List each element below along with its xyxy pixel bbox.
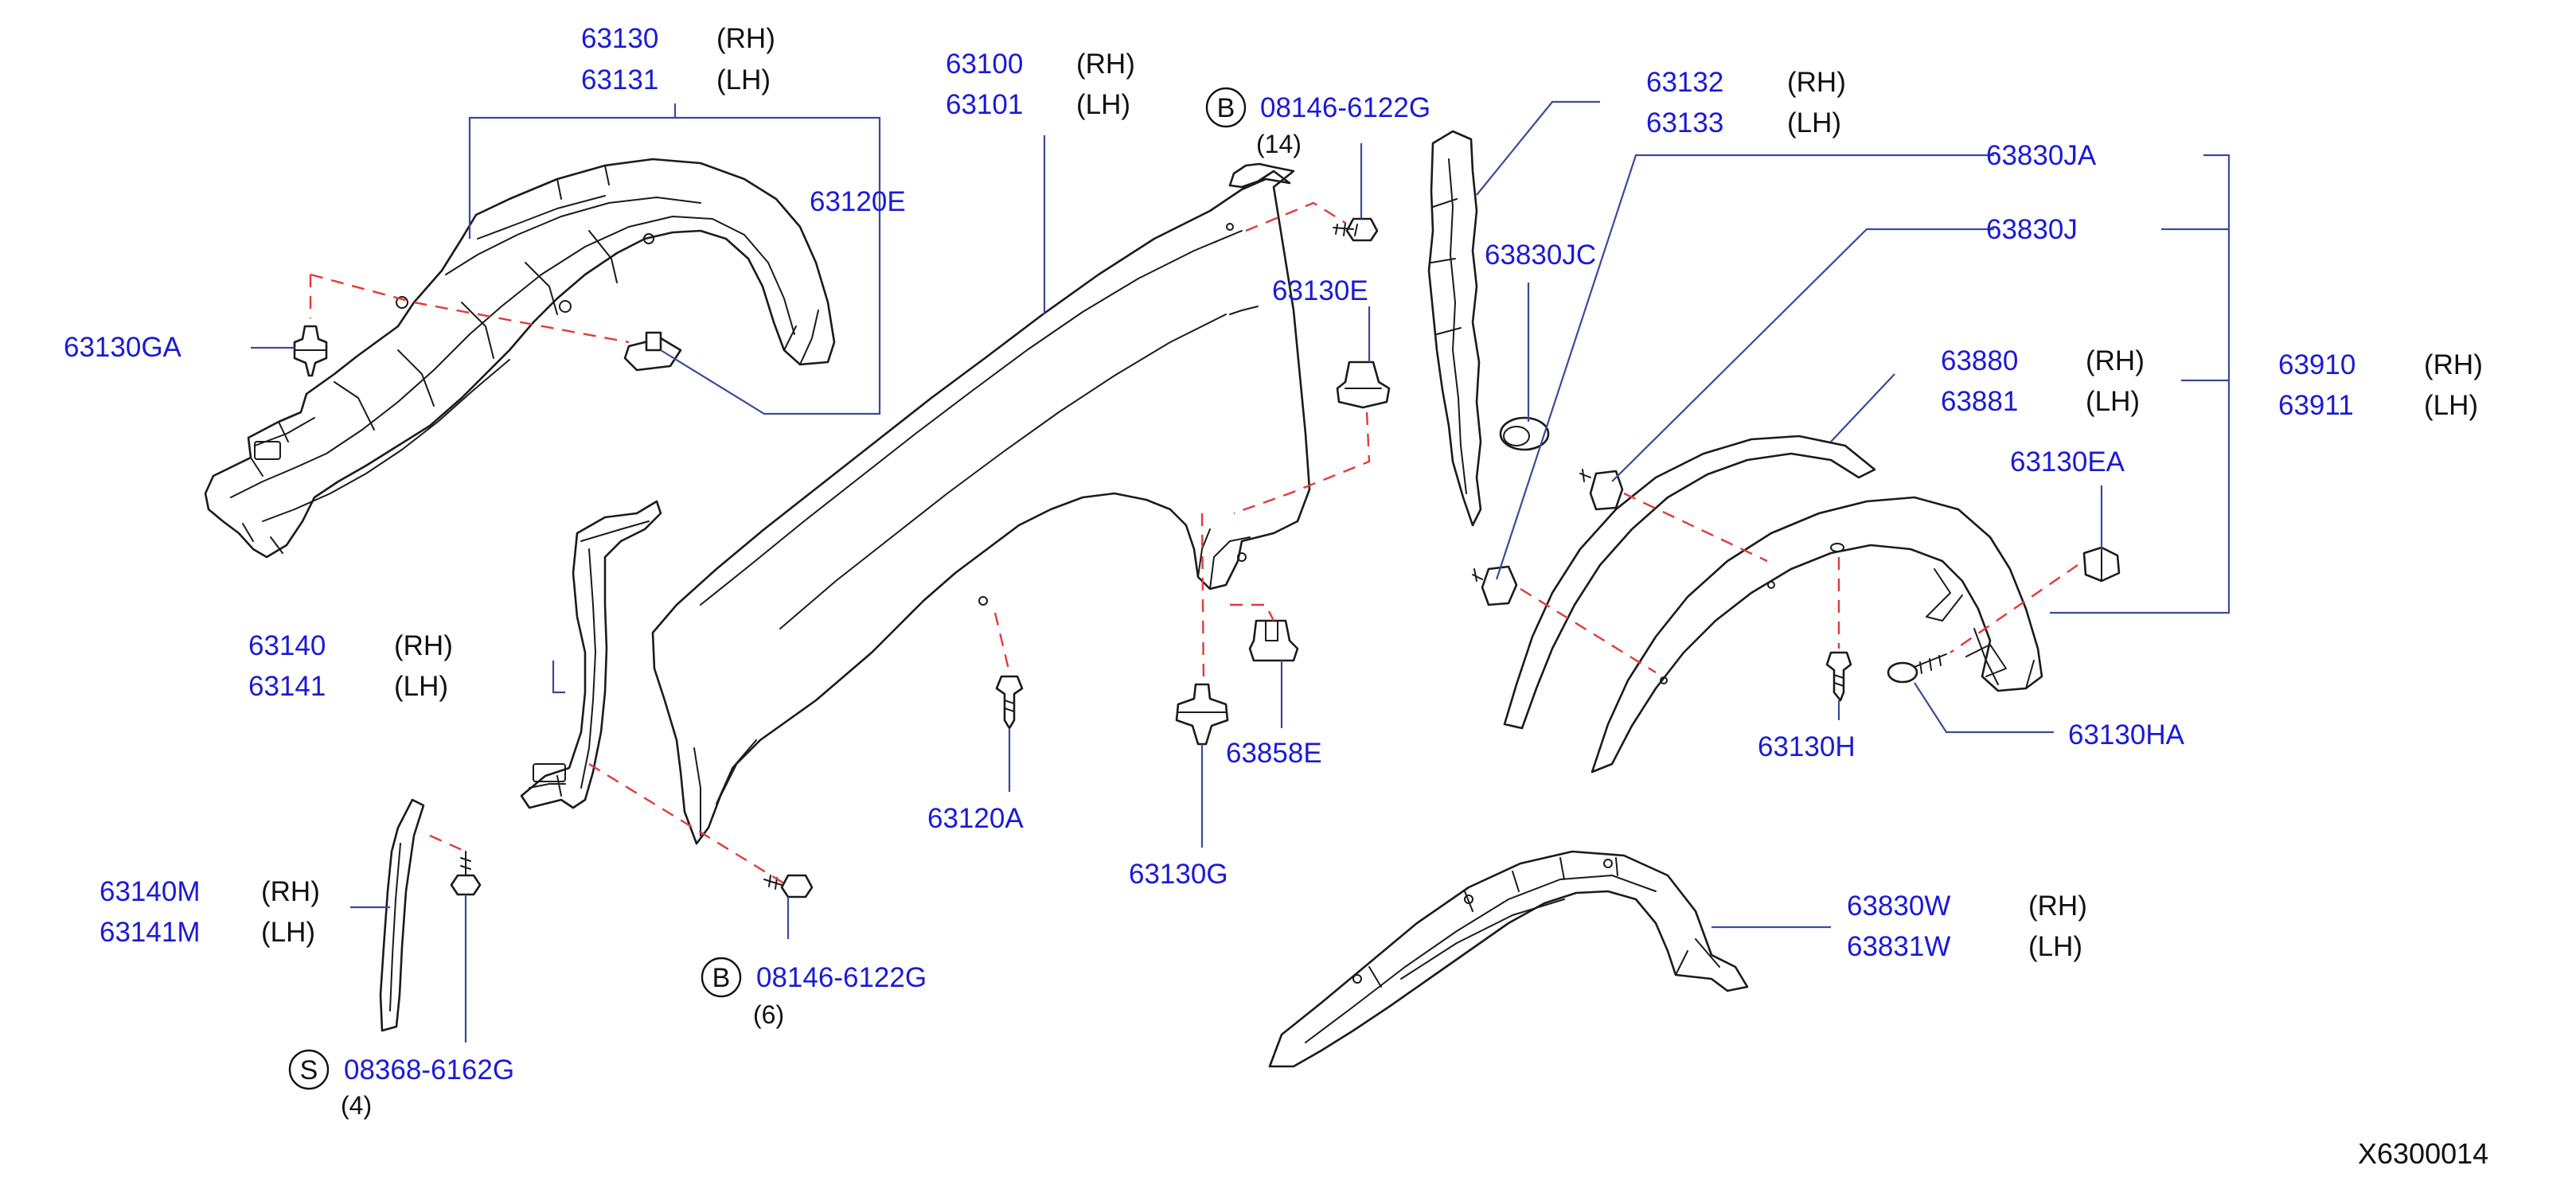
side-rh: (RH): [716, 23, 775, 54]
part-number-63858E: 63858E: [1226, 738, 1322, 769]
clip-63130E-drawing: [1336, 361, 1391, 409]
part-number-63101: 63101: [946, 89, 1023, 120]
part-number-63140M: 63140M: [100, 876, 200, 907]
fender-protector-63130-drawing: [204, 158, 836, 559]
part-number-63131: 63131: [581, 64, 658, 95]
leader-lines: [251, 100, 2231, 1043]
side-rh: (RH): [1076, 49, 1135, 80]
label-08146-bottom: B 08146-6122G (6): [701, 957, 927, 1029]
part-number-63133: 63133: [1646, 107, 1723, 138]
side-lh: (LH): [261, 917, 315, 948]
part-number-63100: 63100: [946, 49, 1023, 80]
side-rh: (RH): [1787, 67, 1846, 98]
clip-63130G-drawing: [1175, 683, 1229, 746]
grommet-63830JC-drawing: [1499, 416, 1550, 451]
bolt-type-letter: B: [1217, 93, 1235, 123]
side-rh: (RH): [394, 630, 453, 661]
part-number-08368-6162G: 08368-6162G: [344, 1054, 514, 1086]
label-63910: 63910 (RH) 63911 (LH): [2278, 349, 2483, 421]
label-63130: 63130 (RH) 63131 (LH): [581, 23, 775, 95]
part-number-63141M: 63141M: [100, 917, 200, 948]
part-number-63130EA: 63130EA: [2010, 446, 2125, 477]
part-number-63120A: 63120A: [927, 803, 1024, 834]
side-rh: (RH): [2424, 349, 2483, 380]
bracket-63140-drawing: [520, 500, 662, 809]
screw-63130H-drawing: [1825, 651, 1852, 702]
part-number-63831W: 63831W: [1847, 931, 1950, 962]
label-63132: 63132 (RH) 63133 (LH): [1646, 67, 1846, 138]
side-lh: (LH): [394, 671, 448, 702]
quantity: (14): [1256, 130, 1302, 158]
label-63100: 63100 (RH) 63101 (LH): [946, 49, 1135, 120]
side-lh: (LH): [2424, 390, 2478, 421]
stay-63140M-drawing: [379, 798, 425, 1032]
part-number-63830JC: 63830JC: [1485, 240, 1596, 271]
side-lh: (LH): [1076, 89, 1130, 120]
front-fender-63100-drawing: [651, 162, 1311, 845]
clip-63830JA-drawing: [1472, 565, 1518, 606]
assembly-guide-lines: [309, 201, 2078, 885]
clip-63120E-drawing: [623, 331, 682, 372]
part-number-08146-6122G: 08146-6122G: [1260, 92, 1430, 123]
screw-63120A-drawing: [995, 675, 1024, 730]
bolt-type-letter: S: [300, 1055, 318, 1086]
label-63140: 63140 (RH) 63141 (LH): [248, 630, 453, 702]
side-lh: (LH): [1787, 107, 1841, 138]
part-number-63120E: 63120E: [810, 186, 906, 217]
splash-guard-63830W-drawing: [1268, 850, 1749, 1068]
side-lh: (LH): [2028, 931, 2082, 962]
label-63140M: 63140M (RH) 63141M (LH): [100, 876, 320, 948]
part-number-08146-6122G: 08146-6122G: [756, 962, 927, 993]
label-08368: S 08368-6162G (4): [288, 1049, 514, 1120]
side-lh: (LH): [2086, 386, 2140, 417]
clip-63830J-drawing: [1579, 469, 1624, 511]
side-lh: (LH): [716, 64, 771, 95]
part-number-63140: 63140: [248, 630, 326, 661]
part-number-63132: 63132: [1646, 67, 1723, 98]
bolt-08146-bottom-drawing: [763, 874, 814, 898]
part-number-63130H: 63130H: [1758, 731, 1856, 762]
seal-63132-drawing: [1427, 130, 1482, 527]
part-number-63881: 63881: [1941, 386, 2018, 417]
bolt-type-badge: [1205, 87, 1247, 128]
arch-molding-63880-drawing: [1503, 435, 1876, 730]
clip-63130EA-drawing: [2082, 546, 2121, 583]
part-number-63130E: 63130E: [1272, 275, 1368, 306]
part-number-63830JA: 63830JA: [1986, 140, 2097, 171]
side-rh: (RH): [261, 876, 320, 907]
part-number-63130: 63130: [581, 23, 658, 54]
screw-63130HA-drawing: [1887, 653, 1947, 684]
part-number-63910: 63910: [2278, 349, 2355, 380]
part-number-63830J: 63830J: [1986, 214, 2078, 245]
diagram-reference-code: X6300014: [2358, 1137, 2488, 1170]
bolt-type-badge: [701, 957, 742, 998]
bolt-08368-drawing: [450, 851, 482, 896]
quantity: (4): [341, 1091, 372, 1120]
part-number-63830W: 63830W: [1847, 891, 1950, 922]
part-number-63130HA: 63130HA: [2068, 719, 2185, 750]
part-number-63130GA: 63130GA: [64, 332, 182, 363]
wheel-arch-63910-drawing: [1590, 496, 2043, 774]
quantity: (6): [753, 1000, 784, 1029]
bolt-type-letter: B: [712, 963, 731, 993]
label-08146-top: B 08146-6122G (14): [1205, 87, 1430, 158]
part-number-63141: 63141: [248, 671, 326, 702]
label-63880: 63880 (RH) 63881 (LH): [1941, 345, 2145, 417]
side-rh: (RH): [2086, 345, 2145, 376]
part-number-63880: 63880: [1941, 345, 2018, 376]
bolt-type-badge: [288, 1049, 330, 1090]
bolt-08146-top-drawing: [1333, 217, 1379, 242]
clip-63130GA-drawing: [293, 325, 328, 377]
part-number-63911: 63911: [2278, 390, 2354, 421]
label-63830W: 63830W (RH) 63831W (LH): [1847, 891, 2087, 962]
part-number-63130G: 63130G: [1129, 859, 1228, 890]
clip-63858E-drawing: [1248, 619, 1299, 662]
side-rh: (RH): [2028, 891, 2087, 922]
